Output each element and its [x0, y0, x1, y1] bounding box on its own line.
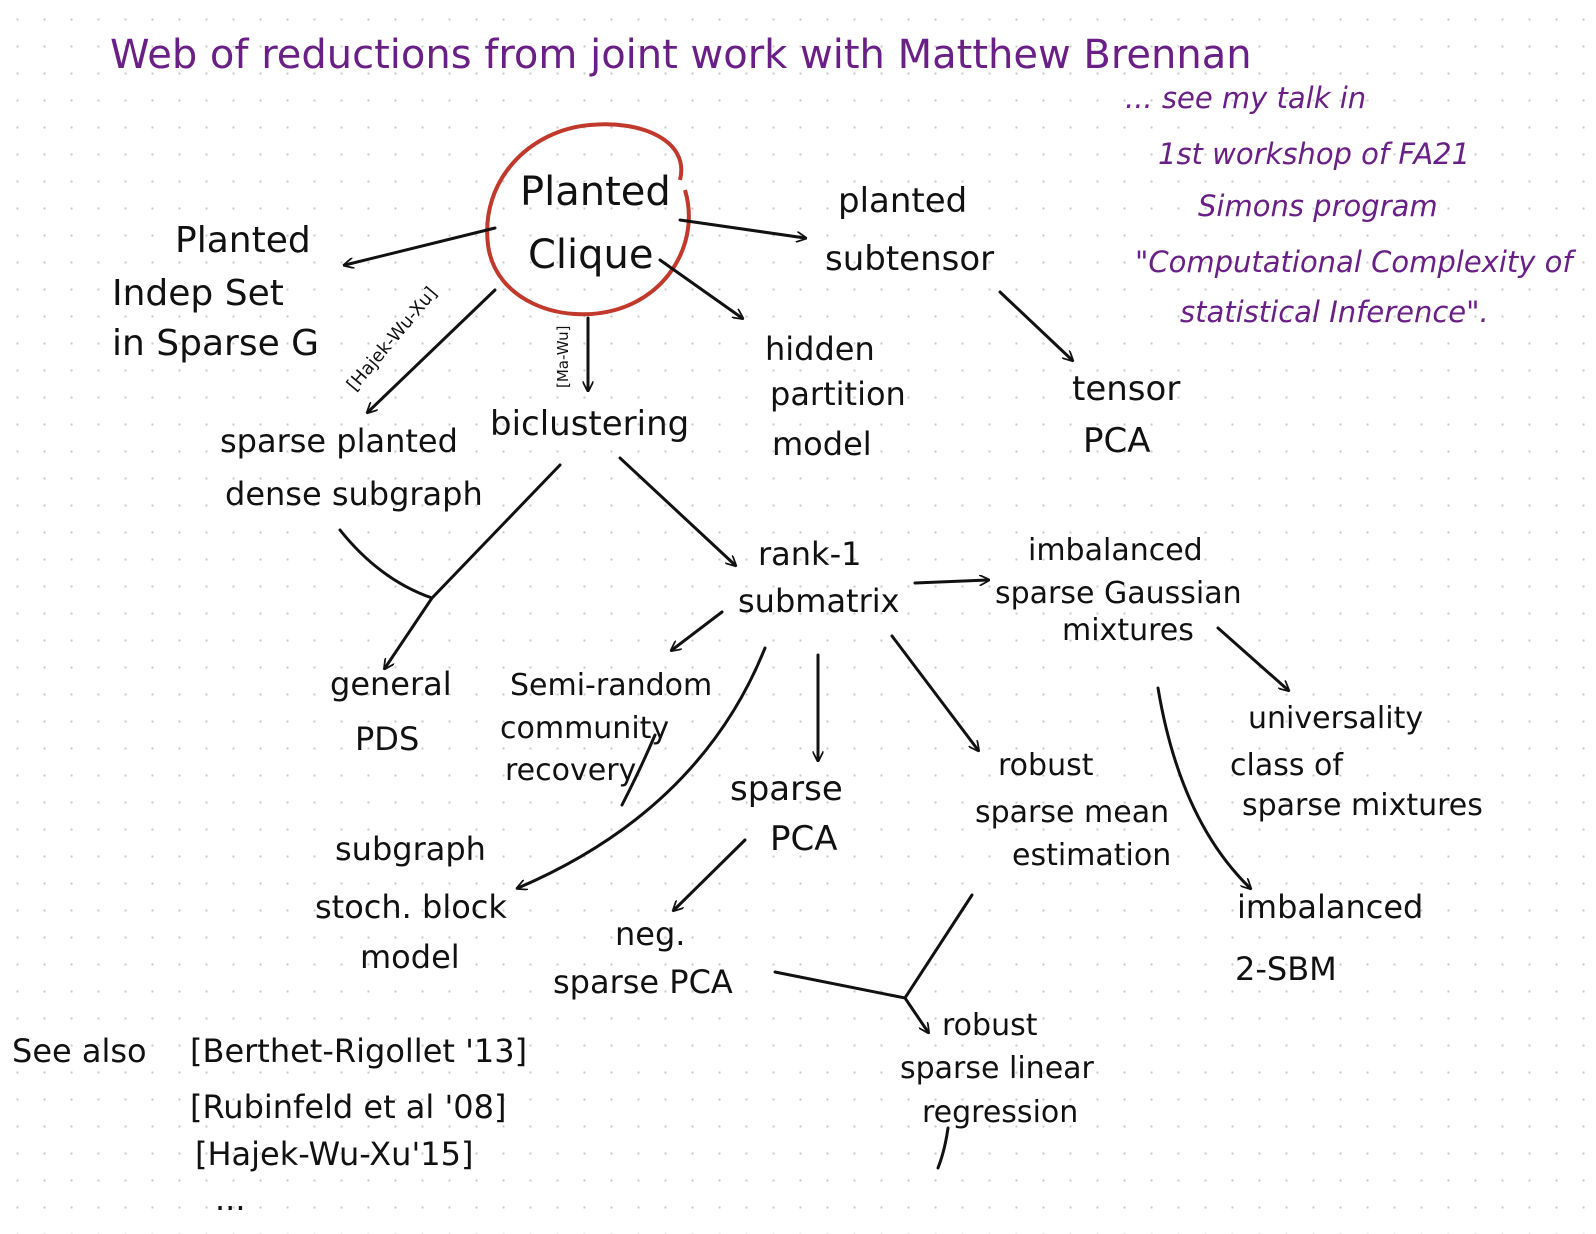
semirandom-tail — [620, 733, 657, 807]
node-line: Indep Set — [112, 273, 284, 314]
arrow-merge-to-robust-lr — [773, 893, 974, 1032]
talk-note-line: 1st workshop of FA21 — [1158, 137, 1470, 171]
talk-note-line: ... see my talk in — [1125, 81, 1366, 115]
node-line: Clique — [528, 232, 654, 278]
node-line: community — [500, 711, 669, 746]
node-line: universality — [1248, 701, 1423, 736]
arrow-rank1-to-robust-mean — [890, 634, 978, 750]
arrow-clique-to-indepset — [345, 226, 497, 265]
node-hidden-partition-model: hidden partition model — [765, 330, 906, 463]
talk-note: ... see my talk in 1st workshop of FA21 … — [1125, 81, 1576, 329]
node-line: regression — [922, 1095, 1078, 1130]
node-line: sparse planted — [220, 422, 458, 460]
node-general-pds: general PDS — [330, 665, 452, 758]
node-line: dense subgraph — [225, 475, 483, 513]
node-line: planted — [838, 181, 967, 221]
reduction-arrows — [338, 218, 1288, 1170]
see-also-ref: [Berthet-Rigollet '13] — [190, 1032, 527, 1070]
node-line: submatrix — [738, 582, 900, 620]
arrow-gmm-to-universality — [1216, 626, 1288, 690]
node-tensor-pca: tensor PCA — [1072, 369, 1180, 461]
talk-note-line: statistical Inference". — [1180, 295, 1489, 329]
node-planted-clique: Planted Clique — [520, 169, 671, 278]
arrow-subtensor-to-tensor-pca — [998, 290, 1072, 360]
node-neg-sparse-pca: neg. sparse PCA — [553, 915, 733, 1001]
arrow-rank1-to-semirandom — [672, 610, 724, 650]
node-line: 2-SBM — [1235, 950, 1337, 988]
see-also-ref: ... — [215, 1180, 246, 1218]
talk-note-line: Simons program — [1198, 189, 1438, 223]
node-line: recovery — [505, 753, 636, 788]
node-planted-indep-set: Planted Indep Set in Sparse G — [112, 220, 319, 364]
node-line: imbalanced — [1028, 533, 1203, 568]
node-line: model — [772, 425, 872, 463]
node-line: robust — [942, 1008, 1038, 1043]
node-line: mixtures — [1062, 613, 1194, 648]
node-line: sparse PCA — [553, 963, 733, 1001]
edge-label-hajek-wu-xu: [Hajek-Wu-Xu] — [343, 283, 442, 395]
node-line: PDS — [355, 720, 419, 758]
arrow-rank1-to-subgraph-sbm — [518, 646, 767, 888]
node-line: sparse linear — [900, 1051, 1095, 1086]
see-also-block: See also [Berthet-Rigollet '13] [Rubinfe… — [12, 1032, 527, 1218]
edge-label-ma-wu: [Ma-Wu] — [554, 326, 572, 388]
arrow-clique-to-sparse-pds — [368, 288, 497, 412]
node-rank1-submatrix: rank-1 submatrix — [738, 535, 900, 620]
diagram-title: Web of reductions from joint work with M… — [110, 32, 1252, 78]
node-semirandom-community-recovery: Semi-random community recovery — [500, 668, 712, 788]
node-line: model — [360, 938, 460, 976]
arrow-rank1-to-gaussian-mixtures — [913, 580, 988, 583]
arrow-biclustering-to-rank1 — [618, 456, 735, 565]
node-line: robust — [998, 748, 1094, 783]
node-planted-subtensor: planted subtensor — [825, 181, 994, 279]
node-line: subtensor — [825, 239, 994, 279]
arrow-clique-to-subtensor — [678, 218, 805, 238]
node-line: sparse — [730, 769, 843, 809]
highlight-circle — [485, 122, 691, 317]
node-line: sparse mean — [975, 795, 1169, 830]
node-line: estimation — [1012, 838, 1171, 873]
node-line: general — [330, 665, 452, 703]
regression-tail — [936, 1126, 950, 1170]
node-line: in Sparse G — [112, 323, 319, 364]
node-imbalanced-2sbm: imbalanced 2-SBM — [1235, 888, 1423, 988]
node-line: rank-1 — [758, 535, 861, 573]
node-line: PCA — [1083, 421, 1151, 461]
node-line: sparse Gaussian — [995, 576, 1242, 611]
node-line: class of — [1230, 748, 1344, 783]
node-robust-sparse-linear-regression: robust sparse linear regression — [900, 1008, 1095, 1130]
node-line: hidden — [765, 330, 875, 368]
node-robust-sparse-mean-estimation: robust sparse mean estimation — [975, 748, 1171, 873]
arrow-sparse-pca-to-neg — [674, 838, 747, 910]
node-subgraph-sbm: subgraph stoch. block model — [315, 830, 507, 976]
node-line: partition — [770, 375, 906, 413]
node-imbalanced-gaussian-mixtures: imbalanced sparse Gaussian mixtures — [995, 533, 1242, 648]
node-line: Planted — [520, 169, 671, 215]
see-also-ref: [Hajek-Wu-Xu'15] — [195, 1135, 473, 1173]
node-line: sparse mixtures — [1242, 788, 1483, 823]
node-line: tensor — [1072, 369, 1180, 409]
node-line: subgraph — [335, 830, 486, 868]
node-line: biclustering — [490, 404, 689, 444]
node-sparse-planted-dense-subgraph: sparse planted dense subgraph — [220, 422, 483, 513]
node-line: neg. — [615, 915, 685, 953]
node-line: stoch. block — [315, 888, 507, 926]
arrow-merge-to-general-pds — [338, 463, 562, 668]
arrow-gmm-to-2sbm — [1156, 686, 1250, 888]
see-also-label: See also — [12, 1032, 147, 1070]
node-line: imbalanced — [1237, 888, 1423, 926]
node-line: Planted — [175, 220, 311, 261]
node-line: Semi-random — [510, 668, 712, 703]
talk-note-line: "Computational Complexity of — [1135, 245, 1576, 279]
see-also-ref: [Rubinfeld et al '08] — [190, 1088, 506, 1126]
arrow-clique-to-hidden-partition — [658, 258, 742, 318]
node-sparse-pca: sparse PCA — [730, 769, 843, 859]
node-universality-class: universality class of sparse mixtures — [1230, 701, 1483, 823]
node-biclustering: biclustering — [490, 404, 689, 444]
node-line: PCA — [770, 819, 838, 859]
